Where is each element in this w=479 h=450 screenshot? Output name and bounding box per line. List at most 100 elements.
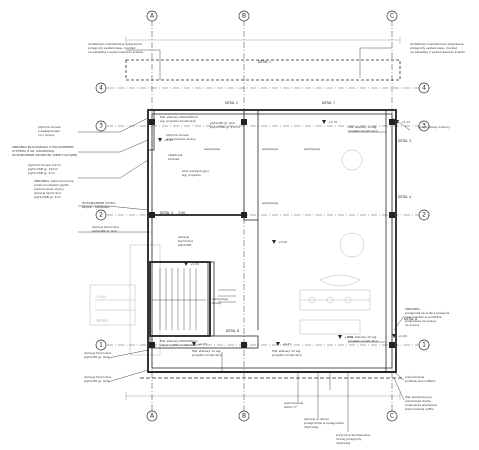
grid-bubble-a-bottom: A [146, 410, 158, 422]
stairs [152, 268, 236, 330]
svg-text:płyta PIR gr. 9cm: płyta PIR gr. 9cm [84, 355, 110, 359]
svg-text:4: 4 [422, 85, 426, 92]
level-marker-2: +0,00 [272, 240, 287, 244]
svg-text:ścianek: ścianek [168, 157, 180, 161]
note-left-mid: WYKOŃCZENIE STYKU: ZŁĄCZ - SPAWANA [82, 200, 116, 209]
note-right-bottom-1: wykończenie podłoże pod sufitem [405, 375, 436, 383]
svg-text:A: A [150, 13, 155, 20]
svg-text:połączenie wentylacji: połączenie wentylacji [405, 403, 437, 407]
svg-text:przegroda ze ścianą przejścia: przegroda ze ścianą przejścia [405, 311, 450, 315]
note-bottom-3: wykończenie dachu 5° [284, 401, 303, 409]
svg-text:płyta OSB gr. 15mm: płyta OSB gr. 15mm [28, 167, 58, 171]
svg-text:płyta PIR gr. 9cm: płyta PIR gr. 9cm [210, 121, 236, 125]
grid-bubble-c-top: C [386, 10, 398, 22]
grid-bubble-2-left: 2 [95, 209, 107, 221]
grid-bubble-4-right: 4 [418, 82, 430, 94]
level-marker-3: +3,15 [322, 120, 337, 124]
svg-text:wykończenie ściany: wykończenie ściany [34, 187, 64, 191]
grid-bubble-2-right: 2 [418, 209, 430, 221]
svg-text:B: B [242, 13, 246, 20]
note-mid-8: wentylacja [204, 147, 220, 151]
detail-1-label: DETAL 1 [258, 60, 271, 64]
svg-text:płyta fornirowa: płyta fornirowa [38, 125, 61, 129]
svg-text:projektu konstrukcji: projektu konstrukcji [348, 339, 378, 343]
svg-text:A: A [150, 413, 155, 420]
grid-bubble-1-right: 1 [418, 339, 430, 351]
detail-callouts: DETAL 1 DETAL 2 DETAL 3 DETAL 4 DETAL 5 … [160, 60, 417, 333]
svg-text:do ściany: do ściany [405, 323, 419, 327]
svg-text:3: 3 [422, 123, 426, 130]
svg-text:połączenie ze ścianą: połączenie ze ścianą [405, 319, 436, 323]
level-marker-4: +0,00 [184, 262, 199, 266]
svg-text:ściany: ściany [212, 301, 222, 305]
svg-text:płyta PIR: płyta PIR [178, 243, 191, 247]
svg-text:wg. projektu: wg. projektu [182, 173, 201, 177]
svg-text:dodatkowo uszczelniane połącze: dodatkowo uszczelniane połączenie [410, 42, 464, 46]
svg-text:+3,15: +3,15 [344, 335, 353, 339]
furniture [299, 149, 371, 335]
svg-text:wykończenie sufitu: wykończenie sufitu [405, 407, 434, 411]
note-mid-1: filar stalowy 200x200mm wg. projektu kon… [160, 115, 198, 123]
svg-text:rury ściany: rury ściany [38, 133, 55, 137]
svg-text:blok wentylacyjny: blok wentylacyjny [182, 169, 209, 173]
svg-text:1: 1 [422, 342, 426, 349]
grid-bubble-3-right: 3 [418, 120, 430, 132]
svg-text:podłoże pod sufitem: podłoże pod sufitem [405, 379, 436, 383]
svg-text:1: 1 [99, 342, 103, 349]
detail-4-label: DETAL 4 [398, 195, 411, 199]
detail-2-label: DETAL 2 [225, 101, 238, 105]
level-marker-5: +3,15 [338, 335, 353, 339]
svg-text:izolacja termiczna: izolacja termiczna [84, 375, 111, 379]
detail-6-label: DETAL 6 [226, 329, 239, 333]
svg-text:2: 2 [99, 212, 103, 219]
level-marker-8: +3,15 [395, 120, 410, 124]
svg-text:+0,00: +0,00 [278, 240, 287, 244]
svg-text:termiczna: termiczna [178, 239, 193, 243]
svg-text:OBRÓBKA: płyta fornirowa: OBRÓBKA: płyta fornirowa [34, 178, 74, 183]
svg-text:płyta fornirowa: płyta fornirowa [166, 133, 189, 137]
note-mid-3: płyta fornirowa wykończenia ściany [166, 133, 196, 141]
svg-text:dolnej przegrody: dolnej przegrody [336, 437, 361, 441]
note-left-3: płyta fornirowa 1,0cm płyta OSB gr. 15mm… [28, 163, 61, 175]
svg-text:dachu 5°: dachu 5° [284, 405, 298, 409]
note-right-upper: filar stalowy 12 wg. projektu konstrukcj… [348, 125, 378, 133]
grid-bubble-b-top: B [238, 10, 250, 22]
svg-text:+0,00: +0,00 [398, 334, 407, 338]
note-left-lower-1: izolacja termiczna płyta PIR gr. 9cm [92, 225, 119, 233]
svg-text:wentylacja: wentylacja [262, 147, 278, 151]
svg-text:projektu konstrukcji: projektu konstrukcji [348, 129, 378, 133]
svg-text:wykończenie: wykończenie [284, 401, 303, 405]
note-mid-7: izolacja termiczna płyta PIR [178, 235, 193, 247]
svg-text:płyta PIR gr. 9cm: płyta PIR gr. 9cm [92, 229, 118, 233]
svg-text:C: C [390, 413, 394, 420]
svg-text:filar stalowy 12 wg.: filar stalowy 12 wg. [348, 335, 377, 339]
note-right-bottom-2: filar wentylacyjny: wentylacja dachu poł… [405, 395, 437, 411]
svg-text:na zakładkę z wykończeniem ści: na zakładkę z wykończeniem ścianki [410, 50, 465, 54]
grid-bubbles: A B C A B C 4 3 [95, 10, 430, 422]
svg-text:izolacja w dolnej: izolacja w dolnej [304, 417, 329, 421]
svg-text:wentylacja dachu: wentylacja dachu [405, 399, 431, 403]
svg-text:B: B [242, 413, 246, 420]
svg-text:OBRÓBKA BLACHARSKA Z POŁĄCZENI: OBRÓBKA BLACHARSKA Z POŁĄCZENIEM [12, 144, 74, 149]
note-right-lower: OBRÓBKA przegroda ze ścianą przejścia or… [405, 306, 450, 327]
svg-text:filar stalowy 12 wg.: filar stalowy 12 wg. [348, 125, 377, 129]
svg-text:płyta OSB gr. 1cm: płyta OSB gr. 1cm [28, 171, 55, 175]
svg-text:filar stalowy 200x200mm: filar stalowy 200x200mm [160, 339, 198, 343]
note-left-bottom-2: izolacja termiczna płyta PIR gr. 9cm [84, 375, 111, 383]
level-markers: +3,15 +0,00 +3,15 +0,00 +3,15 +0,00 +3,1… [158, 120, 410, 346]
note-left-bottom-1: izolacja termiczna płyta PIR gr. 9cm [84, 351, 111, 359]
faint-floor-text: PIĘTRO [96, 319, 109, 323]
svg-text:projektu konstrukcji: projektu konstrukcji [192, 353, 222, 357]
note-mid-4: płyta PIR gr. 9cm płyta OSB gr. 1,5cm [210, 121, 240, 129]
note-bottom-4: izolacja w dolnej przegrodzie w przegrod… [304, 417, 344, 429]
building-walls [125, 59, 404, 379]
note-mid-11: wentylacja [262, 201, 278, 205]
svg-text:+0,00: +0,00 [190, 262, 199, 266]
svg-text:wykończenia ściany: wykończenia ściany [166, 137, 196, 141]
svg-text:+3,15: +3,15 [401, 120, 410, 124]
level-marker-1: +3,15 [158, 138, 173, 142]
svg-text:ZŁĄCZ - SPAWANA: ZŁĄCZ - SPAWANA [82, 205, 110, 209]
note-mid-12: wentylacja ściany [212, 297, 228, 305]
svg-text:wykończenie: wykończenie [405, 375, 424, 379]
note-top-left: dodatkowo uszczelniane połączenie przegr… [88, 42, 143, 54]
